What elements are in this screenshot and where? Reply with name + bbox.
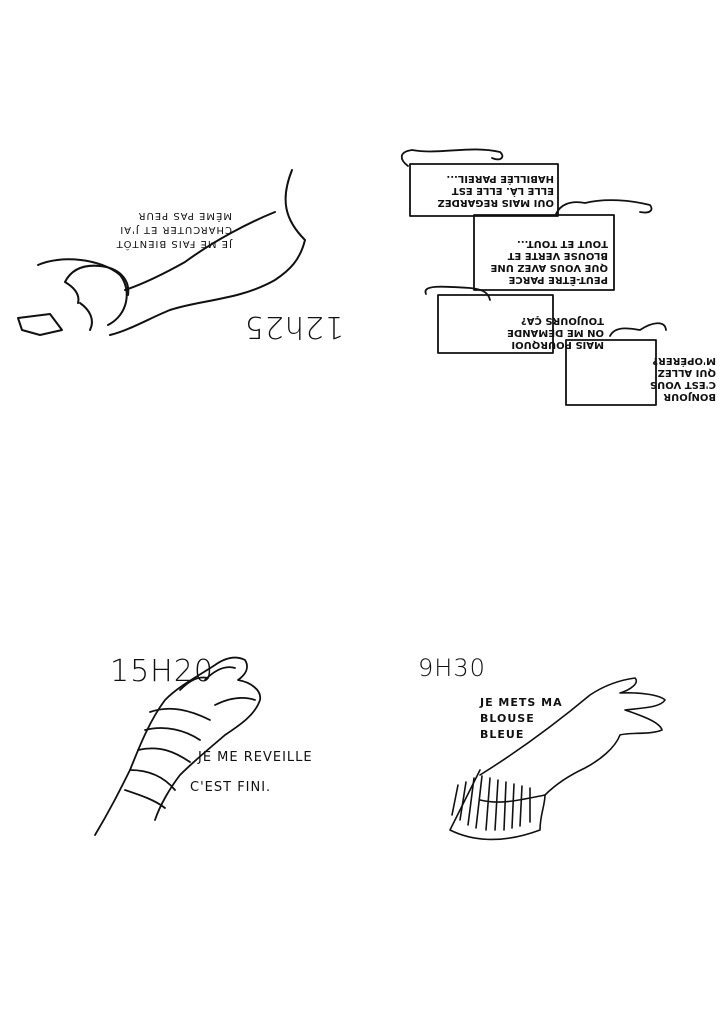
finished-line: C'EST FINI. xyxy=(190,780,272,795)
speech-bubble-1: BONJOUR C'EST VOUS QUI ALLEZ M'OPÉRER? xyxy=(649,355,716,402)
speech-bubbles-top-right xyxy=(400,148,667,406)
time-label: 12h25 xyxy=(243,309,344,344)
caption: JE ME FAIS BIENTÔT CHARCUTER ET J'AI MÊM… xyxy=(115,210,232,249)
speech-bubble-3: PEUT-ÊTRE PARCE QUE VOUS AVEZ UNE BLOUSE… xyxy=(490,238,609,285)
caption: JE METS MA BLOUSE BLEUE xyxy=(480,696,563,741)
bandaged-hand-drawing xyxy=(94,656,262,836)
time-label: 9H30 xyxy=(418,654,486,682)
panel-top-right: BONJOUR C'EST VOUS QUI ALLEZ M'OPÉRER? M… xyxy=(362,130,724,430)
speech-bubble-2: MAIS POURQUOI ON ME DEMANDE TOUJOURS ÇA? xyxy=(507,315,604,350)
speech-bubble-4: OUI MAIS REGARDEZ ELLE LÀ. ELLE EST HABI… xyxy=(437,173,554,208)
arm-drawing-top-left xyxy=(17,169,306,336)
panel-bottom-left: 15H20 JE ME REVEILLE C'EST FINI. xyxy=(0,640,362,900)
panel-top-left: 12h25 JE ME FAIS BIENTÔT CHARCUTER ET J'… xyxy=(0,140,362,380)
panel-bottom-right: 9H30 JE METS MA BLOUSE BLEUE xyxy=(362,640,724,900)
hand-with-cuff-drawing xyxy=(449,677,666,841)
wake-line: JE ME REVEILLE xyxy=(198,750,313,765)
time-label: 15H20 xyxy=(110,654,214,689)
